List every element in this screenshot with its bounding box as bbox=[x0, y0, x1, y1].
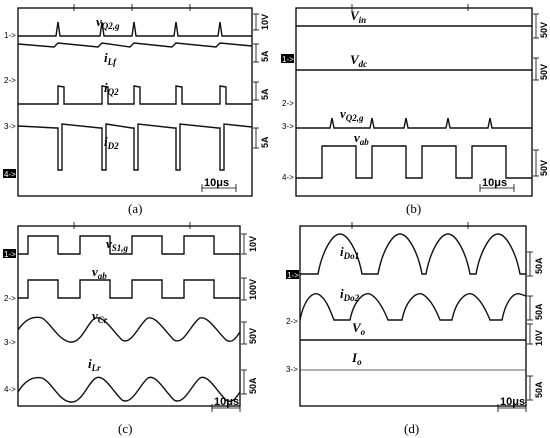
scale-label: 10V bbox=[260, 14, 270, 30]
waveform-vS1g bbox=[18, 235, 240, 255]
timebase-label: 10μs bbox=[204, 177, 229, 189]
panel-a: 1-> 2-> 3-> 4-> vQ2,g iLf iQ2 iD2 10V 5A… bbox=[3, 4, 270, 197]
channel-marker: 1-> bbox=[287, 271, 299, 280]
waveform-iD2 bbox=[17, 123, 253, 171]
waveform-vab bbox=[18, 279, 240, 299]
scale-label: 10V bbox=[248, 236, 258, 252]
scale-label: 50A bbox=[534, 257, 544, 274]
panel-caption-b: (b) bbox=[406, 201, 421, 216]
timebase-label: 10μs bbox=[482, 177, 507, 189]
panel-b: 1-> 2-> 3-> 4-> Vin Vdc vQ2,g vab 50V 50… bbox=[281, 4, 549, 197]
scale-label: 50V bbox=[248, 328, 258, 344]
channel-marker: 4-> bbox=[282, 173, 294, 182]
waveform-iLr bbox=[17, 376, 241, 403]
waveform-vCr bbox=[17, 316, 241, 343]
scale-label: 5A bbox=[260, 136, 270, 148]
scale-markers-c bbox=[241, 233, 247, 395]
signal-label-vS1g: vS1,g bbox=[106, 236, 129, 253]
scale-label: 5A bbox=[260, 88, 270, 100]
panel-caption-a: (a) bbox=[128, 201, 142, 216]
signal-label-iD2: iD2 bbox=[104, 134, 119, 151]
scale-markers-a bbox=[253, 13, 259, 149]
channel-marker: 1-> bbox=[282, 55, 294, 64]
waveform-vQ2g bbox=[296, 117, 532, 129]
scale-label: 50A bbox=[534, 303, 544, 320]
scale-label: 50V bbox=[539, 160, 549, 176]
panel-caption-d: (d) bbox=[404, 421, 419, 436]
channel-marker: 2-> bbox=[4, 294, 16, 303]
channel-marker: 3-> bbox=[286, 365, 298, 374]
signal-label-Vin: Vin bbox=[350, 8, 366, 25]
waveform-vQ2g bbox=[18, 21, 252, 37]
timebase-label: 10μs bbox=[214, 396, 239, 408]
channel-marker: 3-> bbox=[4, 122, 16, 131]
waveform-iLf bbox=[17, 42, 253, 48]
signal-label-vQ2g: vQ2,g bbox=[96, 14, 120, 31]
signal-label-iQ2: iQ2 bbox=[104, 80, 119, 97]
panel-d: 1-> 2-> 3-> iDo1 iDo2 Vo Io 50A 50A 10V … bbox=[286, 222, 544, 412]
channel-marker: 1-> bbox=[4, 31, 16, 40]
channel-marker: 4-> bbox=[4, 170, 16, 179]
panel-c: 1-> 2-> 3-> 4-> vS1,g vab vCr iLr 10V 10… bbox=[3, 222, 258, 412]
waveform-iQ2 bbox=[18, 85, 252, 105]
scale-label: 50A bbox=[534, 381, 544, 398]
signal-label-iDo1: iDo1 bbox=[340, 244, 359, 261]
signal-label-Vo: Vo bbox=[352, 320, 366, 337]
signal-label-vab: vab bbox=[354, 130, 369, 147]
channel-marker-box bbox=[3, 169, 16, 178]
scope-frame-b bbox=[295, 7, 533, 197]
scale-markers-b bbox=[533, 13, 539, 177]
channel-marker: 4-> bbox=[4, 385, 16, 394]
signal-label-vQ2g: vQ2,g bbox=[340, 106, 364, 123]
signal-label-Vdc: Vdc bbox=[350, 52, 367, 69]
scale-label: 50A bbox=[248, 377, 258, 394]
signal-label-vab: vab bbox=[92, 264, 107, 281]
waveform-iDo1 bbox=[300, 233, 526, 275]
channel-marker: 2-> bbox=[4, 76, 16, 85]
scale-label: 50V bbox=[539, 64, 549, 80]
scale-label: 5A bbox=[260, 50, 270, 62]
signal-label-Io: Io bbox=[351, 350, 362, 367]
timebase-label: 10μs bbox=[500, 396, 525, 408]
channel-marker: 2-> bbox=[286, 317, 298, 326]
channel-marker: 3-> bbox=[282, 122, 294, 131]
channel-marker: 2-> bbox=[282, 99, 294, 108]
scale-label: 10V bbox=[534, 330, 544, 346]
channel-marker-box bbox=[3, 249, 16, 258]
waveform-iDo2 bbox=[299, 293, 527, 321]
signal-label-iLr: iLr bbox=[88, 356, 101, 373]
signal-label-iDo2: iDo2 bbox=[340, 286, 360, 303]
scale-markers-d bbox=[527, 251, 533, 401]
signal-label-iLf: iLf bbox=[104, 50, 117, 67]
channel-marker-box bbox=[281, 54, 294, 63]
channel-marker: 1-> bbox=[4, 250, 16, 259]
waveform-vab bbox=[296, 145, 532, 179]
channel-marker: 3-> bbox=[4, 338, 16, 347]
scale-label: 50V bbox=[539, 22, 549, 38]
scale-label: 100V bbox=[248, 279, 258, 300]
signal-label-vCr: vCr bbox=[92, 308, 108, 325]
scope-frame-d bbox=[299, 225, 527, 407]
panel-caption-c: (c) bbox=[118, 421, 132, 436]
channel-marker-box bbox=[286, 270, 299, 279]
